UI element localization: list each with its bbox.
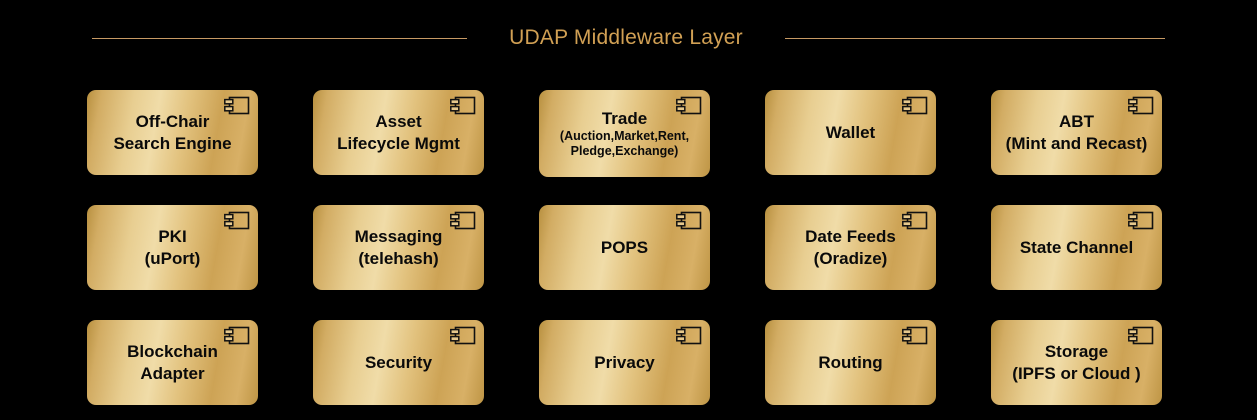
component-state-channel[interactable]: State Channel bbox=[991, 205, 1162, 290]
component-label-primary: POPS bbox=[600, 237, 649, 257]
component-label-secondary: (telehash) bbox=[358, 248, 439, 268]
component-label-primary: Date Feeds bbox=[805, 227, 896, 247]
uml-component-icon bbox=[1128, 326, 1154, 346]
uml-component-icon bbox=[902, 96, 928, 116]
uml-component-icon bbox=[1128, 211, 1154, 231]
component-label-secondary: Adapter bbox=[140, 363, 205, 383]
component-security[interactable]: Security bbox=[313, 320, 484, 405]
component-label-primary: Routing bbox=[818, 352, 883, 372]
uml-component-icon bbox=[676, 326, 702, 346]
component-label-primary: Security bbox=[364, 352, 433, 372]
component-label-primary: PKI bbox=[158, 227, 187, 247]
uml-component-icon bbox=[224, 211, 250, 231]
component-label-secondary: (Mint and Recast) bbox=[1005, 133, 1148, 153]
uml-component-icon bbox=[224, 96, 250, 116]
header-rule-right bbox=[784, 37, 1165, 39]
uml-component-icon bbox=[450, 211, 476, 231]
component-storage[interactable]: Storage(IPFS or Cloud ) bbox=[991, 320, 1162, 405]
component-label-secondary: (Oradize) bbox=[813, 248, 888, 268]
component-pops[interactable]: POPS bbox=[539, 205, 710, 290]
component-routing[interactable]: Routing bbox=[765, 320, 936, 405]
uml-component-icon bbox=[450, 96, 476, 116]
page-title: UDAP Middleware Layer bbox=[509, 26, 743, 49]
component-trade[interactable]: Trade(Auction,Market,Rent,Pledge,Exchang… bbox=[539, 90, 710, 177]
component-abt[interactable]: ABT(Mint and Recast) bbox=[991, 90, 1162, 175]
uml-component-icon bbox=[676, 96, 702, 116]
uml-component-icon bbox=[224, 326, 250, 346]
component-label-primary: State Channel bbox=[1019, 237, 1134, 257]
component-label-primary: Wallet bbox=[825, 122, 876, 142]
uml-component-icon bbox=[450, 326, 476, 346]
uml-component-icon bbox=[902, 326, 928, 346]
component-label-detail: Pledge,Exchange) bbox=[570, 144, 679, 159]
component-label-secondary: (uPort) bbox=[144, 248, 201, 268]
uml-component-icon bbox=[1128, 96, 1154, 116]
uml-component-icon bbox=[676, 211, 702, 231]
component-label-primary: Privacy bbox=[594, 352, 655, 372]
component-label-secondary: Search Engine bbox=[113, 133, 232, 153]
component-label-secondary: (IPFS or Cloud ) bbox=[1012, 363, 1141, 383]
component-label-primary: Blockchain bbox=[127, 342, 218, 362]
component-privacy[interactable]: Privacy bbox=[539, 320, 710, 405]
uml-component-icon bbox=[902, 211, 928, 231]
component-label-primary: Storage bbox=[1044, 342, 1109, 362]
component-label-primary: Messaging bbox=[354, 227, 443, 247]
component-wallet[interactable]: Wallet bbox=[765, 90, 936, 175]
component-label-detail: (Auction,Market,Rent, bbox=[559, 128, 690, 143]
component-label-primary: Trade bbox=[601, 108, 648, 128]
component-messaging[interactable]: Messaging(telehash) bbox=[313, 205, 484, 290]
component-label-primary: ABT bbox=[1059, 112, 1094, 132]
component-label-secondary: Lifecycle Mgmt bbox=[337, 133, 460, 153]
diagram-header: UDAP Middleware Layer bbox=[0, 0, 1257, 76]
component-pki[interactable]: PKI(uPort) bbox=[87, 205, 258, 290]
component-label-primary: Off-Chair bbox=[135, 112, 210, 132]
header-rule-left bbox=[92, 37, 468, 39]
component-date-feeds[interactable]: Date Feeds(Oradize) bbox=[765, 205, 936, 290]
component-label-primary: Asset bbox=[375, 112, 422, 132]
